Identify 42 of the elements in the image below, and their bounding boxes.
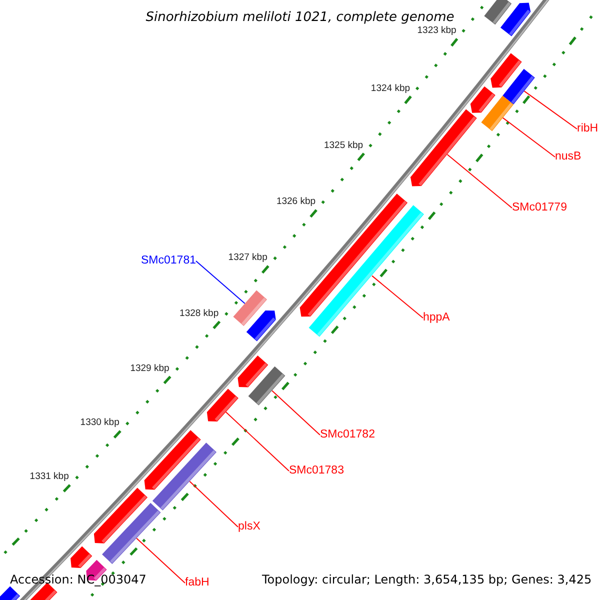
gene-feature: [70, 546, 92, 568]
gene-label: nusB: [555, 150, 582, 164]
scale-label: 1330 kbp: [80, 418, 120, 429]
gene-feature: [308, 205, 424, 337]
gene-feature: [152, 442, 216, 510]
gene-feature: [0, 586, 20, 600]
genome-stats-text: Topology: circular; Length: 3,654,135 bp; Genes: 3,425: [262, 573, 592, 587]
leader-line: [189, 480, 238, 528]
leader-line: [225, 412, 290, 472]
gene-label: hppA: [423, 312, 450, 324]
gene-label: SMc01779: [512, 202, 567, 214]
gene-feature: [246, 310, 276, 342]
leader-line: [524, 90, 578, 130]
leader-line: [446, 154, 512, 208]
accession-text: Accession: NC_003047: [10, 573, 146, 587]
leader-line: [502, 117, 556, 158]
gene-label: SMc01781: [141, 254, 196, 268]
gene-feature: [502, 68, 535, 104]
gene-label: fabH: [185, 576, 210, 590]
gene-label: SMc01782: [320, 428, 375, 442]
gene-feature: [410, 109, 477, 186]
leader-line: [372, 275, 424, 318]
scale-label: 1324 kbp: [370, 84, 410, 94]
scale-label: 1329 kbp: [130, 364, 170, 374]
leader-line: [136, 538, 186, 584]
gene-label: SMc01783: [289, 464, 344, 478]
gene-feature: [481, 96, 514, 132]
scale-label: 1326 kbp: [276, 197, 316, 208]
scale-label: 1331 kbp: [30, 472, 69, 482]
gene-feature: [500, 2, 531, 36]
leader-line: [271, 390, 320, 436]
scale-label: 1325 kbp: [324, 140, 364, 152]
gene-feature: [206, 388, 238, 422]
scale-label: 1328 kbp: [180, 308, 219, 320]
gene-feature: [102, 502, 161, 564]
scale-label: 1323 kbp: [417, 26, 456, 37]
gene-label: plsX: [238, 520, 260, 534]
diagram-title: Sinorhizobium meliloti 1021, complete genome: [146, 10, 454, 26]
scale-label: 1327 kbp: [228, 253, 268, 264]
gene-feature: [484, 0, 512, 25]
gene-feature: [248, 366, 286, 406]
gene-label: ribH: [577, 122, 598, 136]
